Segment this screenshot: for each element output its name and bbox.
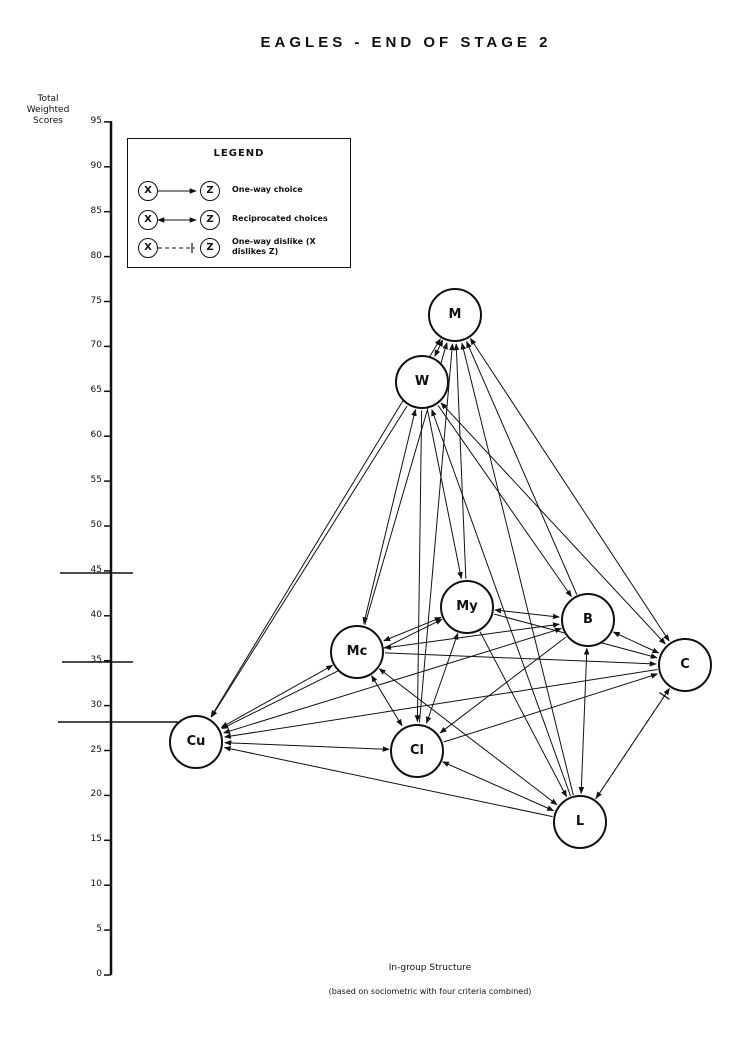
y-axis-label: Total Weighted Scores (26, 94, 70, 126)
node-mc: Mc (330, 624, 384, 679)
y-tick-label: 85 (90, 205, 102, 216)
legend-title: LEGEND (213, 148, 265, 159)
legend-circle-to: Z (200, 238, 220, 258)
y-tick-label: 25 (90, 744, 102, 755)
node-label: M (448, 306, 462, 322)
y-tick-label: 55 (90, 475, 102, 486)
y-tick-label: 40 (90, 609, 102, 620)
y-tick-label: 95 (90, 115, 102, 126)
caption-subtitle: (based on sociometric with four criteria… (328, 987, 532, 996)
edge-b-cu (223, 627, 562, 734)
edge-l-cu (223, 746, 553, 818)
edge-w-c (440, 402, 666, 645)
node-label: C (680, 657, 690, 673)
node-label: W (414, 374, 430, 390)
edge-my-cl (425, 632, 459, 724)
edge-l-c (595, 689, 670, 800)
edge-w-cl (414, 410, 423, 723)
dislike-bar (659, 692, 670, 700)
legend-label: One-way dislike (X dislikes Z) (232, 237, 316, 256)
edge-cl-c (443, 673, 659, 743)
y-axis-ticks (104, 121, 111, 976)
edge-cl-cu (224, 740, 390, 752)
node-cl: Cl (390, 723, 444, 778)
y-tick-label: 80 (90, 250, 102, 261)
legend-item-one-way: X Z One-way choice (138, 181, 348, 205)
node-my: My (440, 579, 494, 634)
edge-my-m (453, 343, 467, 579)
node-l: L (553, 795, 607, 850)
y-tick-label: 5 (96, 924, 102, 935)
legend-circle-to: Z (200, 181, 220, 201)
legend-circle-to: Z (200, 210, 220, 230)
edge-layer (210, 337, 670, 818)
edge-b-l (578, 647, 590, 795)
edge-my-cu (221, 618, 443, 730)
y-tick-label: 0 (96, 969, 102, 979)
legend-box: LEGEND X Z One-way choice X Z Reciprocat… (127, 138, 351, 268)
edge-mc-c (384, 652, 657, 667)
node-label: Cu (186, 733, 206, 749)
edge-c-cu (223, 669, 658, 739)
legend-label: One-way choice (232, 185, 303, 194)
edge-my-b (494, 607, 560, 620)
y-tick-label: 35 (90, 654, 102, 665)
caption-title: In-group Structure (388, 963, 472, 973)
node-m: M (428, 287, 482, 342)
node-cu: Cu (169, 714, 223, 769)
y-tick-label: 50 (90, 520, 102, 530)
node-label: B (583, 612, 593, 628)
node-b: B (561, 593, 615, 648)
y-tick-label: 60 (90, 430, 102, 441)
edge-m-c (469, 337, 670, 642)
y-tick-label: 45 (90, 564, 102, 575)
y-tick-label: 15 (90, 834, 102, 845)
node-label: Mc (346, 643, 368, 659)
node-label: L (575, 814, 585, 830)
y-tick-label: 75 (90, 295, 102, 306)
node-w: W (395, 355, 449, 410)
y-tick-label: 20 (90, 789, 102, 800)
legend-item-reciprocated: X Z Reciprocated choices (138, 210, 348, 234)
edge-cl-l (441, 761, 555, 812)
figure-title: EAGLES - END OF STAGE 2 (260, 34, 552, 51)
y-tick-label: 65 (90, 385, 102, 396)
node-label: My (456, 598, 478, 614)
y-tick-label: 10 (90, 879, 102, 890)
y-tick-label: 70 (90, 340, 102, 351)
y-tick-label: 90 (90, 160, 102, 171)
legend-label: Reciprocated choices (232, 214, 328, 223)
legend-circle-from: X (138, 210, 158, 230)
legend-item-dislike: X Z One-way dislike (X dislikes Z) (138, 237, 348, 262)
edge-b-m (466, 340, 578, 595)
legend-circle-from: X (138, 181, 158, 201)
edge-my-mc (383, 616, 442, 642)
edge-w-mc (362, 408, 417, 625)
node-c: C (658, 638, 712, 693)
y-tick-label: 30 (90, 699, 102, 710)
node-label: Cl (410, 742, 424, 758)
edge-w-b (437, 404, 572, 598)
edge-w-cu (211, 405, 408, 718)
edge-b-cl (439, 636, 567, 734)
edge-b-c (612, 631, 660, 654)
legend-circle-from: X (138, 238, 158, 258)
